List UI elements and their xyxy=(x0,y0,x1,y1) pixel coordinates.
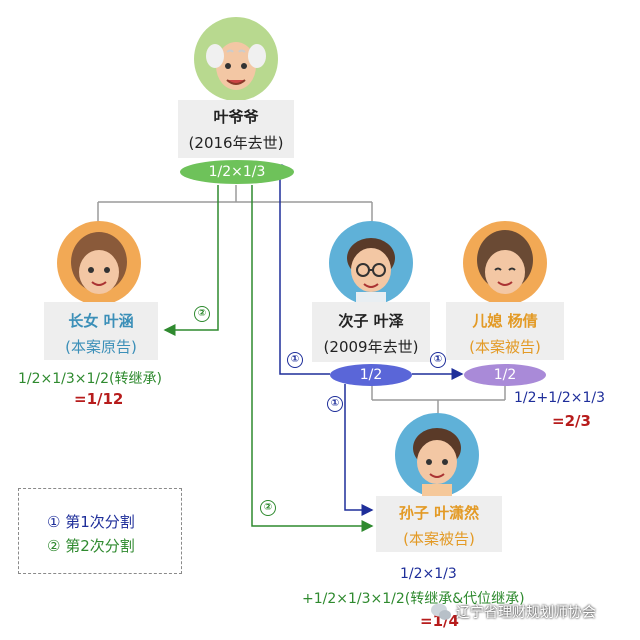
daughter-in-law-result: =2/3 xyxy=(552,412,591,430)
daughter-in-law-avatar xyxy=(462,220,548,306)
legend-box: ① 第1次分割 ② 第2次分割 xyxy=(18,488,182,574)
legend-first-label: 第1次分割 xyxy=(65,513,135,531)
marker-second-daughter: ② xyxy=(194,306,210,322)
grandpa-share-ellipse: 1/2×1/3 xyxy=(180,160,294,184)
grandpa-avatar-icon xyxy=(193,16,279,102)
son-avatar-icon xyxy=(328,220,414,306)
grandpa-status: (2016年去世) xyxy=(178,132,294,153)
son-name: 次子 叶泽 xyxy=(312,310,430,331)
grandson-avatar xyxy=(394,412,480,498)
grandpa-card: 叶爷爷 (2016年去世) xyxy=(178,100,294,158)
daughter-in-law-share-ellipse: 1/2 xyxy=(464,364,546,386)
wechat-logo-icon xyxy=(430,602,452,622)
legend-first-marker: ① xyxy=(47,513,60,531)
daughter-avatar-icon xyxy=(56,220,142,306)
legend-second-row: ② 第2次分割 xyxy=(47,535,135,556)
legend-second-label: 第2次分割 xyxy=(65,537,135,555)
grandpa-name: 叶爷爷 xyxy=(178,106,294,127)
daughter-result: =1/12 xyxy=(74,390,123,408)
legend-second-marker: ② xyxy=(47,537,60,555)
watermark-text: 辽宁省理财规划师协会 xyxy=(456,602,596,622)
daughter-in-law-card: 儿媳 杨倩 (本案被告) xyxy=(446,302,564,360)
daughter-in-law-avatar-icon xyxy=(462,220,548,306)
grandson-card: 孙子 叶潇然 (本案被告) xyxy=(376,496,502,552)
grandson-calc-line1: 1/2×1/3 xyxy=(400,566,457,582)
daughter-role: (本案原告) xyxy=(44,336,158,357)
daughter-in-law-role: (本案被告) xyxy=(446,336,564,357)
legend-first-row: ① 第1次分割 xyxy=(47,511,135,532)
son-avatar xyxy=(328,220,414,306)
daughter-in-law-share-label: 1/2 xyxy=(494,367,517,383)
daughter-avatar xyxy=(56,220,142,306)
grandson-name: 孙子 叶潇然 xyxy=(376,502,502,523)
marker-first-grandson: ① xyxy=(327,396,343,412)
daughter-name: 长女 叶涵 xyxy=(44,310,158,331)
daughter-in-law-calc: 1/2+1/2×1/3 xyxy=(514,390,605,406)
daughter-in-law-name: 儿媳 杨倩 xyxy=(446,310,564,331)
son-share-label: 1/2 xyxy=(360,367,383,383)
grandson-role: (本案被告) xyxy=(376,528,502,549)
grandpa-avatar xyxy=(193,16,279,102)
grandson-avatar-icon xyxy=(394,412,480,498)
grandpa-share-label: 1/2×1/3 xyxy=(209,164,266,180)
marker-first-daughter-in-law: ① xyxy=(430,352,446,368)
son-share-ellipse: 1/2 xyxy=(330,364,412,386)
son-card: 次子 叶泽 (2009年去世) xyxy=(312,302,430,362)
daughter-calc: 1/2×1/3×1/2(转继承) xyxy=(18,368,162,388)
marker-first-grandpa: ① xyxy=(287,352,303,368)
marker-second-grandson: ② xyxy=(260,500,276,516)
daughter-card: 长女 叶涵 (本案原告) xyxy=(44,302,158,360)
son-status: (2009年去世) xyxy=(312,336,430,357)
